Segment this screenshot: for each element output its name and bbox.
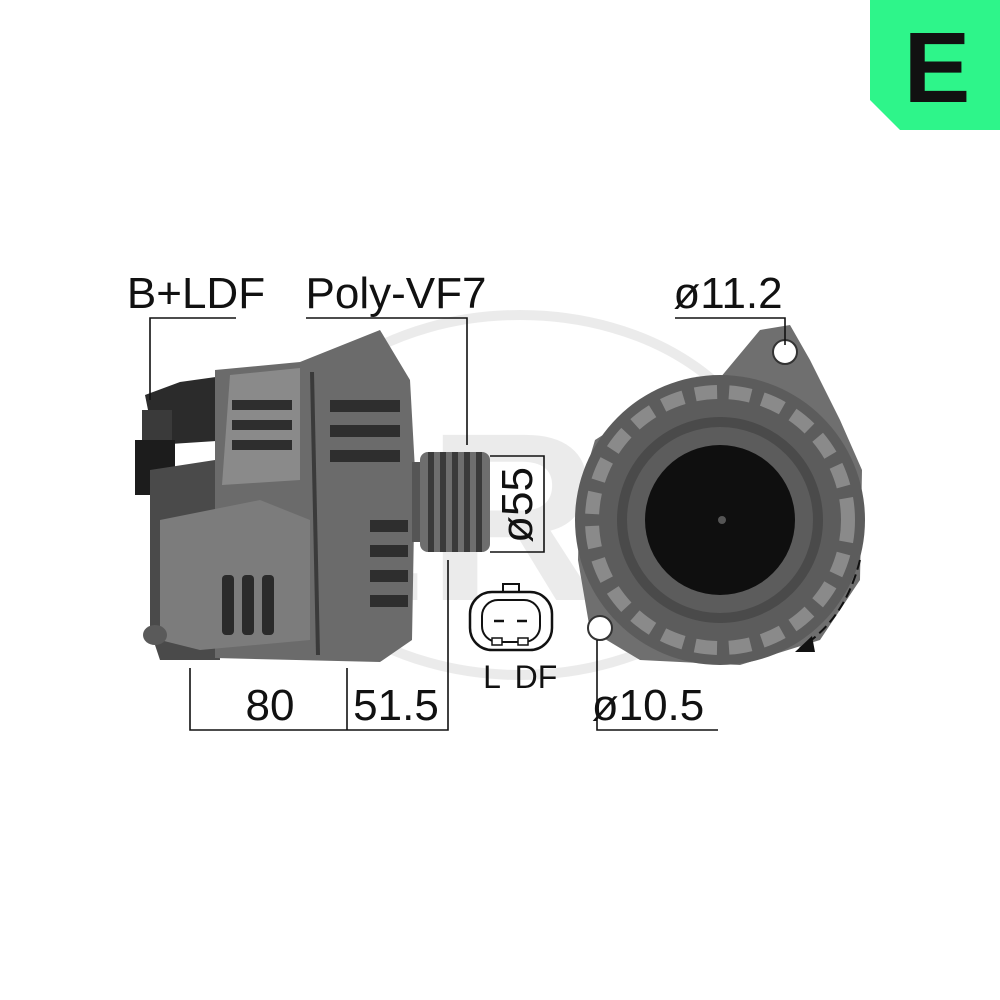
connector-leader-line [149, 317, 236, 400]
pulley-diameter-label: ø55 [493, 467, 542, 543]
logo-letter: E [904, 12, 971, 124]
length-front-label: 51.5 [353, 681, 439, 730]
counterclockwise-arrow-icon [795, 559, 861, 652]
brand-logo: E [870, 0, 1000, 130]
plug-pin-l-label: L [483, 659, 501, 695]
connector-type-label: B+LDF [127, 269, 265, 318]
pulley-type-label: Poly-VF7 [306, 269, 487, 318]
alternator-side-view [135, 330, 490, 662]
alternator-front-view [575, 325, 865, 665]
top-hole-diameter-label: ø11.2 [673, 269, 782, 318]
bottom-hole-leader-line [596, 640, 718, 731]
bottom-hole-diameter-label: ø10.5 [592, 681, 705, 730]
length-dimension-line [189, 560, 449, 731]
pulley [420, 452, 490, 552]
top-hole-leader-line [675, 317, 786, 345]
pulley-diameter-bracket [490, 455, 545, 553]
plug-pin-df-label: DF [515, 659, 558, 695]
connector-plug [468, 583, 554, 652]
length-body-label: 80 [246, 681, 295, 730]
pulley-type-leader-line [306, 317, 468, 445]
